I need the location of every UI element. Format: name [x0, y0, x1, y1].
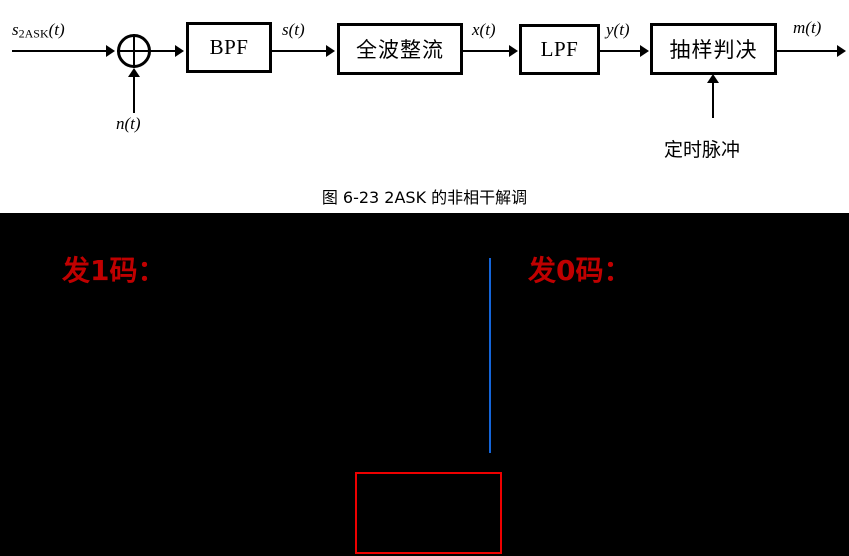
- wire-output: [777, 50, 839, 52]
- arrowhead-timing-pulse: [707, 74, 719, 83]
- sum-junction-cross-vertical: [133, 34, 135, 68]
- red-selection-box[interactable]: [355, 472, 502, 554]
- annotation-canvas[interactable]: 发1码： 发0码：: [0, 213, 849, 556]
- input-signal-symbol: s: [12, 20, 19, 39]
- arrowhead-into-rectifier: [326, 45, 335, 57]
- arrowhead-noise-into-sum: [128, 68, 140, 77]
- blue-divider-line: [489, 258, 491, 453]
- input-signal-label: s2ASK(t): [12, 20, 65, 42]
- block-diagram: s2ASK(t) n(t) BPF s(t) 全波整流 x(t) LPF: [0, 0, 849, 213]
- wire-timing-pulse: [712, 82, 714, 118]
- input-signal-subscript: 2ASK: [18, 26, 49, 41]
- block-lpf[interactable]: LPF: [519, 24, 600, 75]
- arrowhead-into-lpf: [509, 45, 518, 57]
- block-bpf[interactable]: BPF: [186, 22, 272, 73]
- annotation-send-zero-label: 发0码：: [528, 254, 632, 287]
- arrowhead-output: [837, 45, 846, 57]
- arrowhead-into-sampling-decision: [640, 45, 649, 57]
- signal-label-x-of-t: x(t): [472, 20, 496, 39]
- arrowhead-into-bpf: [175, 45, 184, 57]
- block-full-wave-rectifier[interactable]: 全波整流: [337, 23, 463, 75]
- wire-rectifier-to-lpf: [463, 50, 511, 52]
- arrowhead-into-sum: [106, 45, 115, 57]
- signal-label-m-of-t: m(t): [793, 18, 822, 37]
- input-signal-argument: (t): [48, 20, 65, 39]
- wire-bpf-to-rectifier: [272, 50, 328, 52]
- signal-label-s-of-t: s(t): [282, 20, 305, 39]
- figure-caption: 图 6-23 2ASK 的非相干解调: [321, 188, 528, 207]
- wire-noise-to-sum: [133, 75, 135, 113]
- noise-signal-label: n(t): [116, 114, 141, 133]
- wire-sum-to-bpf: [151, 50, 177, 52]
- wire-lpf-to-sampling-decision: [600, 50, 642, 52]
- annotation-send-one-label: 发1码：: [62, 254, 166, 287]
- block-sampling-decision[interactable]: 抽样判决: [650, 23, 777, 75]
- wire-input-to-sum: [12, 50, 108, 52]
- timing-pulse-label: 定时脉冲: [664, 139, 741, 161]
- signal-label-y-of-t: y(t): [606, 20, 630, 39]
